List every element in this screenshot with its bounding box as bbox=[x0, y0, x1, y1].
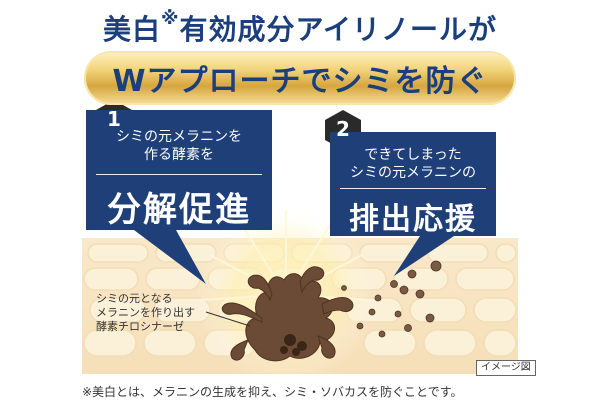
callout-2-desc-line-1: できてしまった bbox=[364, 147, 462, 163]
enzyme-label-line-1: シミの元となる bbox=[96, 292, 173, 305]
badge-2-number: 2 bbox=[336, 117, 350, 141]
callout-1-desc-line-1: シミの元メラニンを bbox=[116, 129, 242, 145]
enzyme-label: シミの元となる メラニンを作り出す 酵素チロシナーゼ bbox=[96, 292, 195, 334]
melanin-clumps bbox=[280, 334, 307, 356]
image-note: イメージ図 bbox=[476, 360, 536, 376]
enzyme-leader-line bbox=[205, 311, 251, 327]
headline: 美白※有効成分アイリノールが bbox=[0, 8, 600, 48]
callout1-pointer bbox=[134, 230, 206, 284]
callout-2-headline: 排出応援 bbox=[349, 202, 477, 237]
callout-2-desc-line-2: シミの元メラニンの bbox=[350, 165, 476, 181]
headline-text-rest: 有効成分アイリノールが bbox=[179, 13, 498, 46]
enzyme-label-line-3: 酵素チロシナーゼ bbox=[96, 320, 184, 333]
callout-1: シミの元メラニンを 作る酵素を 分解促進 bbox=[86, 110, 272, 230]
band-text: Wアプローチでシミを防ぐ bbox=[112, 64, 488, 99]
callout-1-desc-line-2: 作る酵素を bbox=[144, 147, 214, 163]
enzyme-label-line-2: メラニンを作り出す bbox=[96, 306, 195, 319]
gold-band: Wアプローチでシミを防ぐ bbox=[84, 51, 516, 105]
callout-2-divider bbox=[340, 188, 486, 189]
callout-1-divider bbox=[96, 174, 262, 175]
callout-1-desc: シミの元メラニンを 作る酵素を bbox=[86, 128, 272, 164]
callout2-pointer bbox=[394, 236, 454, 276]
callout-2: できてしまった シミの元メラニンの 排出応援 bbox=[330, 132, 496, 237]
headline-mark: ※ bbox=[160, 8, 180, 29]
callout-1-headline: 分解促進 bbox=[107, 190, 251, 230]
headline-text: 美白 bbox=[102, 13, 161, 46]
badge-2: 2 bbox=[324, 111, 362, 149]
badge-1-number: 1 bbox=[107, 107, 121, 131]
melanin-particles bbox=[341, 260, 442, 338]
badge-1: 1 bbox=[95, 101, 133, 139]
footnote: ※美白とは、メラニンの生成を抑え、シミ・ソバカスを防ぐことです。 bbox=[82, 385, 463, 399]
callout-2-desc: できてしまった シミの元メラニンの bbox=[330, 146, 496, 182]
tyrosinase-enzyme bbox=[221, 266, 354, 362]
